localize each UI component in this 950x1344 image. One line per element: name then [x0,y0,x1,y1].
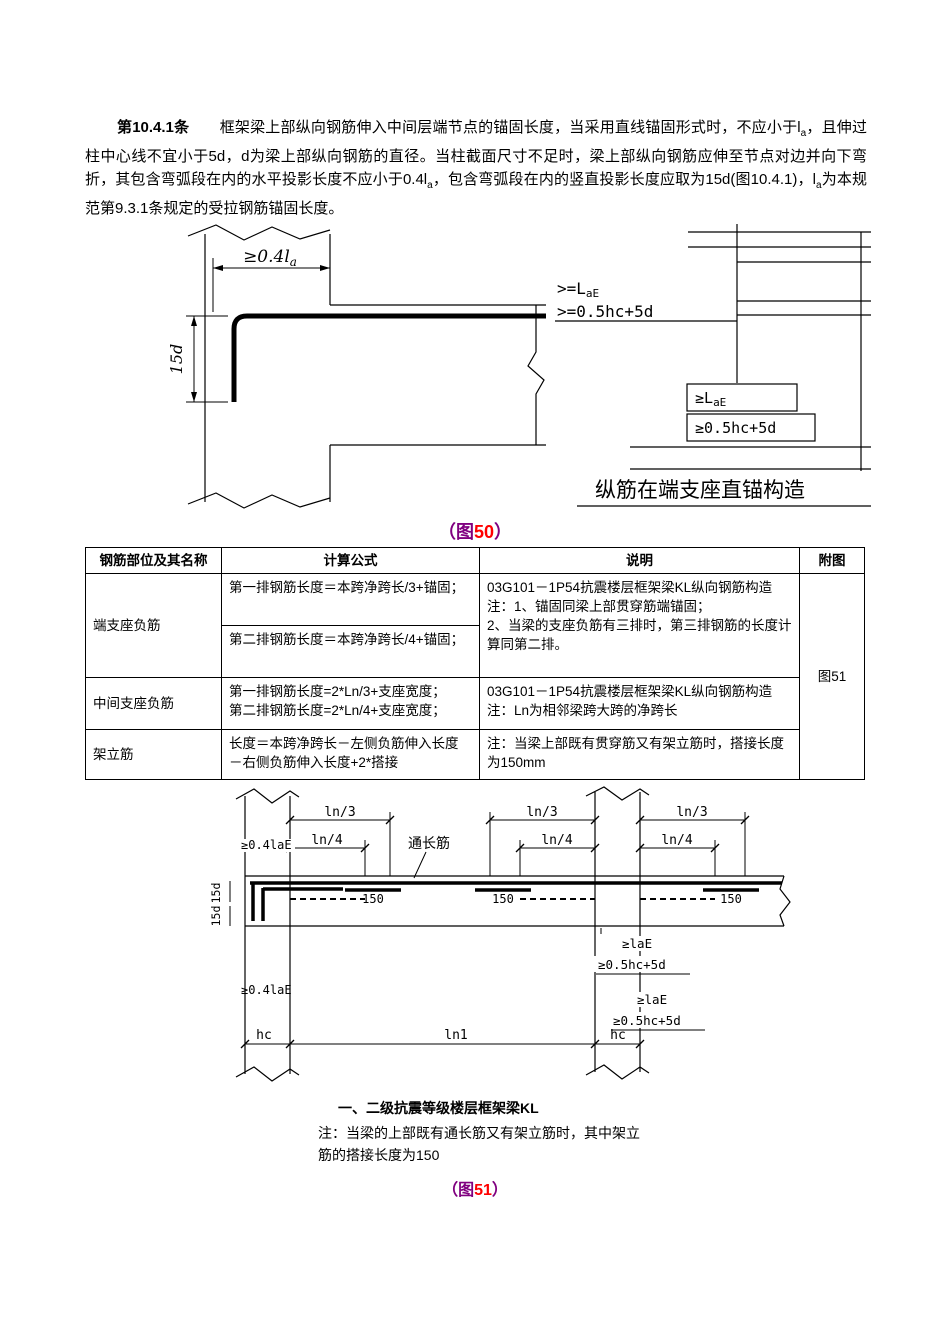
header-part-name: 钢筋部位及其名称 [85,547,222,574]
lap-label-150: 150 [362,892,384,906]
intro-text: 为本规范第9.3.1条规定的受拉钢筋锚固长度。 [85,171,867,217]
lap-label-150: 150 [720,892,742,906]
subscript-a: a [816,180,822,191]
dim-ln3-left: ln/3 [324,805,355,820]
intro-text: 框架梁上部纵向钢筋伸入中间层端节点的锚固长度，当采用直线锚固形式时，不应小于l [189,119,801,136]
cell-part-name: 中间支座负筋 [85,677,222,730]
dim-ln1: ln1 [444,1028,467,1043]
clause-number: 第10.4.1条 [117,119,190,136]
cell-description: 03G101－1P54抗震楼层框架梁KL纵向钢筋构造 注：Ln为相邻梁跨大跨的净… [479,677,800,730]
dim-ln4-left: ln/4 [311,833,342,848]
cell-part-name: 架立筋 [85,729,222,780]
fig51-title: 一、二级抗震等级楼层框架梁KL [338,1100,539,1116]
header-formula: 计算公式 [221,547,480,574]
dimension-lines [229,812,746,1045]
diagram-title: 纵筋在端支座直锚构造 [595,479,805,502]
dim-ln3-right: ln/3 [676,805,707,820]
dim-label-04la: ≥0.4la [243,247,297,269]
through-bar-label: 通长筋 [408,835,450,851]
support-outline [555,224,871,471]
rebar-hook [231,313,546,402]
intro-text: ，且伸过柱中心线不宜小于5d，d为梁上部纵向钢筋的直径。当柱截面尺寸不足时，梁上… [85,119,867,188]
break-symbol [187,492,331,509]
fig50-caption: （图50） [0,518,950,544]
anchor-label-lae: >=LaE [557,279,599,300]
right-anchor-05hc5d-2: ≥0.5hc+5d [613,1013,681,1028]
break-symbol [235,788,300,804]
break-symbol [585,1064,650,1080]
fig51-caption: （图51） [0,1176,950,1200]
right-anchor-lae-2: ≥laE [637,992,667,1007]
cell-part-name: 端支座负筋 [85,573,222,678]
right-anchor-lae-1: ≥laE [622,936,652,951]
anchor-label-05hc5d: >=0.5hc+5d [557,302,653,321]
rebar-spec-table: 钢筋部位及其名称 计算公式 说明 附图 端支座负筋 第一排钢筋长度＝本跨净跨长/… [85,547,865,780]
intro-text: ，包含弯弧段在内的竖直投影长度应取为15d(图10.4.1)，l [432,171,816,188]
cell-description: 注：当梁上部既有贯穿筋又有架立筋时，搭接长度为150mm [479,729,800,780]
caption-number: 51 [474,1182,492,1199]
cell-formula: 第二排钢筋长度＝本跨净跨长/4+锚固； [221,625,480,678]
dim-hc-right: hc [610,1028,626,1043]
subscript-a: a [800,128,807,139]
anchor-label-04lae-top: ≥0.4laE [241,838,292,852]
dim-ln4-mid: ln/4 [541,833,572,848]
dimension-lines [186,258,330,403]
table-row: 端支座负筋 第一排钢筋长度＝本跨净跨长/3+锚固； 03G101－1P54抗震楼… [85,573,865,780]
right-anchor-05hc5d-1: ≥0.5hc+5d [598,957,666,972]
dimension-arrows [191,265,330,402]
caption-number: 50 [473,522,495,542]
header-description: 说明 [479,547,800,574]
table-header-row: 钢筋部位及其名称 计算公式 说明 附图 [85,547,865,574]
break-symbol [235,1066,300,1082]
break-symbol [585,786,650,801]
cell-formula: 第一排钢筋长度=2*Ln/3+支座宽度； 第二排钢筋长度=2*Ln/4+支座宽度… [221,677,480,730]
fig50-hooked-anchorage-diagram: ≥0.4la 15d [167,224,546,509]
subscript-a: a [427,180,433,191]
dim-ln4-right: ln/4 [661,833,692,848]
anchor-label-04lae-bottom: ≥0.4laE [241,983,292,997]
dim-hc-left: hc [256,1028,272,1043]
lap-label-150: 150 [492,892,514,906]
column-beam-outline [187,224,546,509]
caption-text: （图 [442,1182,475,1199]
boxed-label-lae: ≥LaE [695,389,726,409]
rebar-lines [250,881,782,921]
bend-label-15d-top: 15d [209,883,223,904]
table-row: 第二排钢筋长度＝本跨净跨长/4+锚固； [86,625,865,678]
label-backgrounds [239,839,709,1028]
intro-paragraph: 第10.4.1条 框架梁上部纵向钢筋伸入中间层端节点的锚固长度，当采用直线锚固形… [85,116,867,220]
note-line: 注：当梁的上部既有通长筋又有架立筋时，其中架立 [318,1125,640,1141]
table-row: 中间支座负筋 第一排钢筋长度=2*Ln/3+支座宽度； 第二排钢筋长度=2*Ln… [85,677,865,730]
bend-label-15d-bottom: 15d [209,906,223,927]
header-figure: 附图 [799,547,865,574]
caption-text: ） [494,522,513,542]
cell-formula: 长度＝本跨净跨长－左侧负筋伸入长度 －右侧负筋伸入长度+2*搭接 [221,729,480,780]
caption-text: （图 [437,522,474,542]
cell-formula: 第一排钢筋长度＝本跨净跨长/3+锚固； [221,573,480,626]
break-symbol [187,224,331,241]
label-box [686,383,798,412]
dim-label-15d: 15d [167,344,186,375]
cell-figure-ref: 图51 [799,573,865,780]
break-symbol [527,305,545,445]
caption-text: ） [491,1182,508,1199]
dim-ln3-mid: ln/3 [526,805,557,820]
fig51-beam-elevation-diagram: ln/3 ln/3 ln/3 ln/4 ln/4 ln/4 通长筋 ≥0.4la… [209,786,791,1082]
columns-and-beam [235,786,791,1082]
cell-description: 03G101－1P54抗震楼层框架梁KL纵向钢筋构造 注：1、锚固同梁上部贯穿筋… [479,573,800,678]
fig51-note: 注：当梁的上部既有通长筋又有架立筋时，其中架立 筋的搭接长度为150 [318,1122,640,1166]
note-line: 筋的搭接长度为150 [318,1147,440,1163]
label-box [686,413,816,442]
boxed-label-05hc5d: ≥0.5hc+5d [695,419,776,437]
table-row: 架立筋 长度＝本跨净跨长－左侧负筋伸入长度 －右侧负筋伸入长度+2*搭接 注：当… [85,729,865,780]
fig50-straight-anchorage-diagram: >=LaE >=0.5hc+5d ≥LaE ≥0.5hc+5d 纵筋在端支座直锚… [555,224,871,507]
